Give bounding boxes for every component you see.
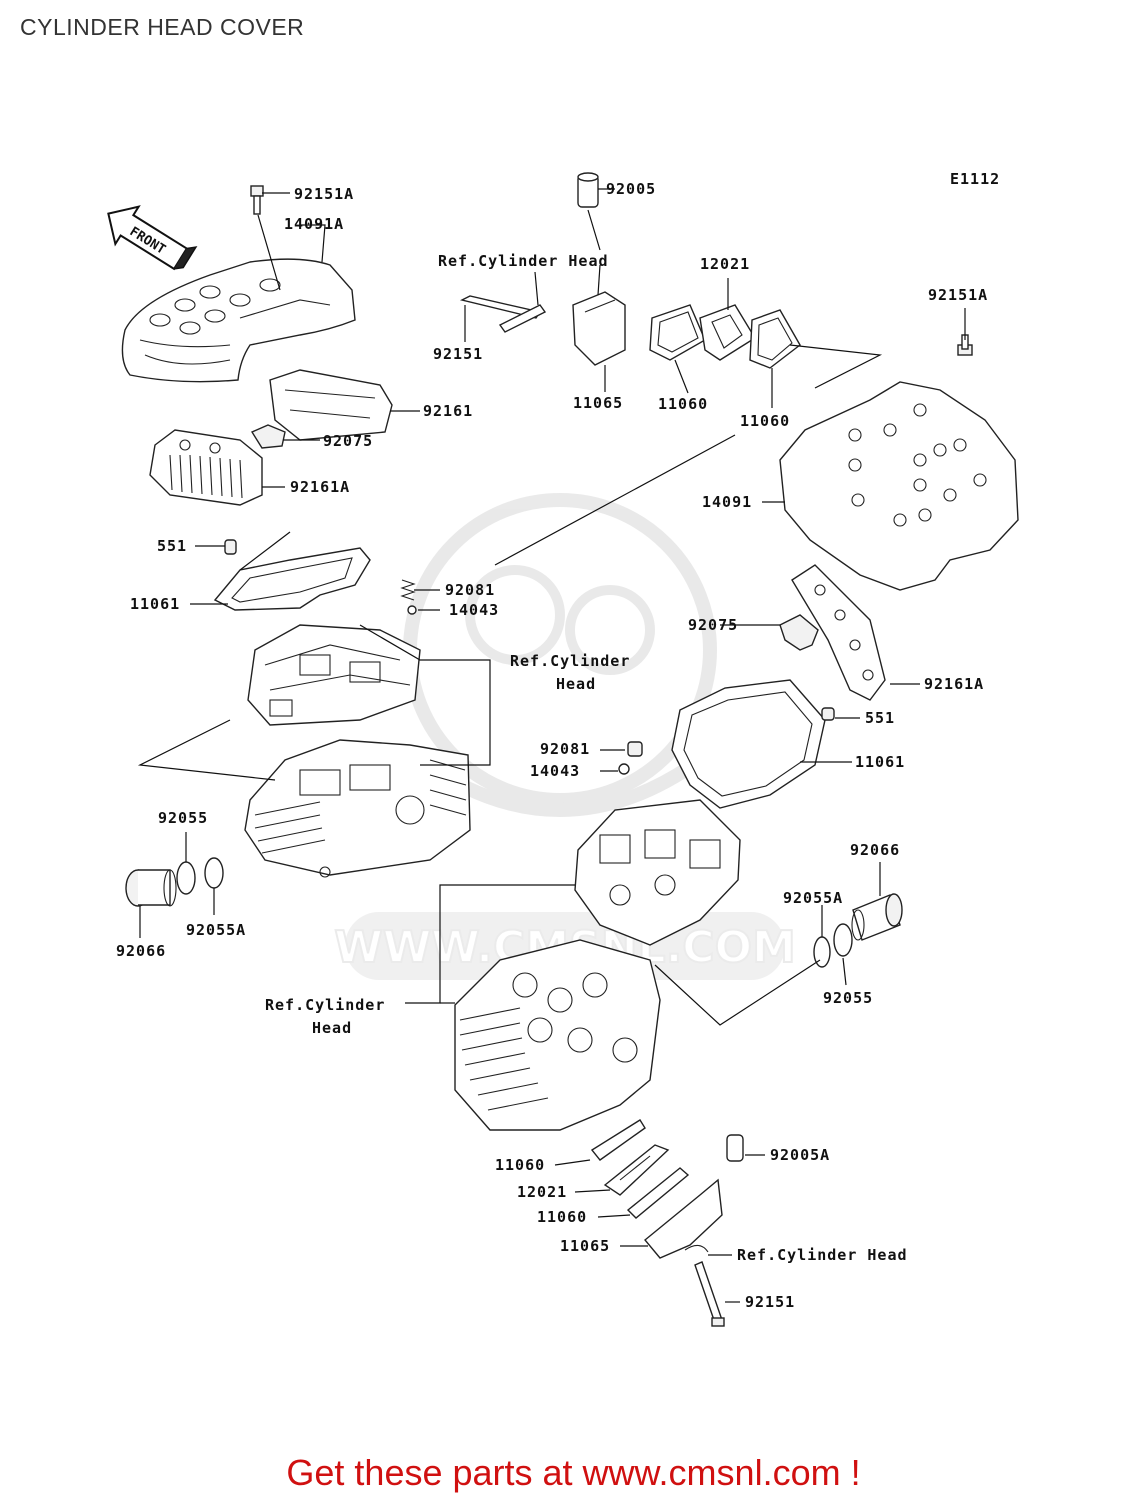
label-11061-right: 11061 <box>855 753 905 771</box>
label-92161A-left: 92161A <box>290 478 350 496</box>
label-92055A-left: 92055A <box>186 921 246 939</box>
gasket-11061-right <box>671 679 826 809</box>
label-11060-b: 11060 <box>740 412 790 430</box>
label-ref-head-low-1: Ref.Cylinder <box>265 996 385 1014</box>
valve-11065-low <box>644 1178 723 1259</box>
cylinder-head-left-upper <box>247 624 421 726</box>
label-ref-head-mid-1: Ref.Cylinder <box>510 652 630 670</box>
shield-92161A-right <box>791 564 886 701</box>
cover-14091A <box>121 258 356 383</box>
label-92055A-right: 92055A <box>783 889 843 907</box>
label-11065-low: 11065 <box>560 1237 610 1255</box>
label-92161: 92161 <box>423 402 473 420</box>
label-11061-left: 11061 <box>130 595 180 613</box>
label-92151A-top: 92151A <box>294 185 354 203</box>
label-92005A: 92005A <box>770 1146 830 1164</box>
label-551-left: 551 <box>157 537 187 555</box>
cylinder-head-rear-lower <box>454 939 661 1131</box>
label-92066-right: 92066 <box>850 841 900 859</box>
front-arrow-badge: FRONT <box>107 205 198 271</box>
part-labels: 92151A 14091A 92005 Ref.Cylinder Head 12… <box>116 180 988 1311</box>
cap-92005A <box>726 1134 744 1162</box>
oring-92055-right <box>833 923 853 957</box>
gasket-11060-a <box>649 304 706 361</box>
pipe-92151-top <box>459 295 547 333</box>
label-ref-head-top: Ref.Cylinder Head <box>438 252 609 270</box>
label-92075-right: 92075 <box>688 616 738 634</box>
label-92075-left: 92075 <box>323 432 373 450</box>
label-92055-left: 92055 <box>158 809 208 827</box>
footer-link[interactable]: Get these parts at www.cmsnl.com ! <box>286 1452 861 1493</box>
cylinder-head-rear-upper <box>574 799 741 946</box>
shield-92161 <box>269 369 393 441</box>
gasket-11060-d <box>626 1167 690 1219</box>
label-14043-mid: 14043 <box>530 762 580 780</box>
label-ref-head-mid-2: Head <box>556 675 596 693</box>
damper-92075-left <box>250 424 286 449</box>
gasket-11061-left <box>213 531 371 611</box>
ball-14043-mid <box>618 763 630 775</box>
label-12021-low: 12021 <box>517 1183 567 1201</box>
label-14091A: 14091A <box>284 215 344 233</box>
label-92005: 92005 <box>606 180 656 198</box>
reed-12021-low <box>603 1144 670 1196</box>
diagram-code: E1112 <box>950 170 1000 188</box>
dowel-551-right <box>821 707 835 721</box>
label-92151-bottom: 92151 <box>745 1293 795 1311</box>
gasket-11060-c <box>590 1119 646 1161</box>
valve-11065-top <box>572 291 626 366</box>
label-12021-top: 12021 <box>700 255 750 273</box>
ball-14043-top <box>407 605 417 615</box>
gasket-11060-b <box>749 309 801 369</box>
cover-14091 <box>779 381 1019 591</box>
page-title: CYLINDER HEAD COVER <box>20 14 305 40</box>
spring-92081-mid <box>627 741 643 757</box>
label-92066-left: 92066 <box>116 942 166 960</box>
label-ref-head-low-2: Head <box>312 1019 352 1037</box>
label-14091: 14091 <box>702 493 752 511</box>
shield-92161A-left <box>149 429 263 506</box>
label-11060-a: 11060 <box>658 395 708 413</box>
label-11065-top: 11065 <box>573 394 623 412</box>
damper-92075-right <box>779 614 819 651</box>
cylinder-head-left-lower <box>244 739 471 878</box>
fitting-92066-right <box>851 893 903 941</box>
label-11060-d: 11060 <box>537 1208 587 1226</box>
label-551-right: 551 <box>865 709 895 727</box>
fitting-92066-left <box>125 869 177 907</box>
reed-12021-top <box>699 304 756 361</box>
label-92161A-right: 92161A <box>924 675 984 693</box>
cap-92005 <box>577 172 599 208</box>
oring-92055A-left <box>204 857 224 889</box>
leader-lines <box>137 188 966 1303</box>
label-14043-top: 14043 <box>449 601 499 619</box>
label-92151-top: 92151 <box>433 345 483 363</box>
pipe-92151-bottom <box>694 1261 725 1327</box>
bolt-92151A-right <box>957 334 973 356</box>
oring-92055-left <box>176 861 196 895</box>
label-92151A-right: 92151A <box>928 286 988 304</box>
dowel-551-left <box>224 539 237 555</box>
label-ref-head-bottom: Ref.Cylinder Head <box>737 1246 908 1264</box>
label-11060-c: 11060 <box>495 1156 545 1174</box>
label-92081-mid: 92081 <box>540 740 590 758</box>
spring-92081-top <box>400 579 416 601</box>
bolt-92151A-top <box>250 185 264 215</box>
label-92055-right: 92055 <box>823 989 873 1007</box>
label-92081-top: 92081 <box>445 581 495 599</box>
